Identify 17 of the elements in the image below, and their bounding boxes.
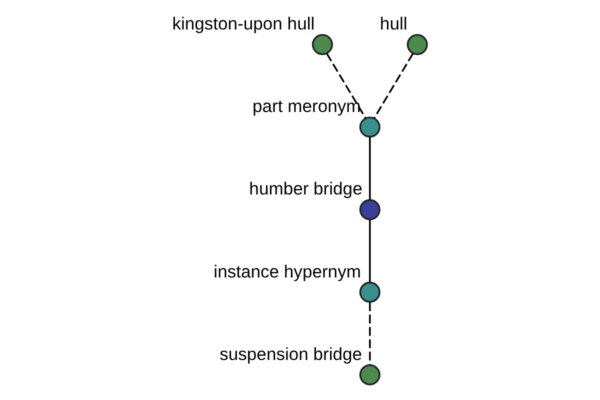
connector bbox=[368, 302, 370, 365]
node-label: suspension bridge bbox=[219, 344, 362, 364]
node-label: part meronym bbox=[252, 96, 360, 116]
node-label: kingston-upon hull bbox=[172, 14, 314, 34]
node-circle bbox=[406, 34, 428, 56]
node-circle bbox=[358, 116, 380, 138]
node-label: hull bbox=[379, 14, 407, 34]
connector bbox=[326, 53, 366, 119]
node-label: instance hypernym bbox=[213, 261, 360, 282]
node-label: humber bridge bbox=[248, 178, 362, 199]
connector bbox=[368, 137, 370, 200]
node-circle bbox=[358, 199, 380, 220]
node-circle bbox=[358, 364, 380, 386]
node-circle bbox=[311, 34, 332, 56]
connector bbox=[368, 220, 370, 282]
connector bbox=[372, 53, 414, 119]
node-circle bbox=[358, 282, 380, 303]
